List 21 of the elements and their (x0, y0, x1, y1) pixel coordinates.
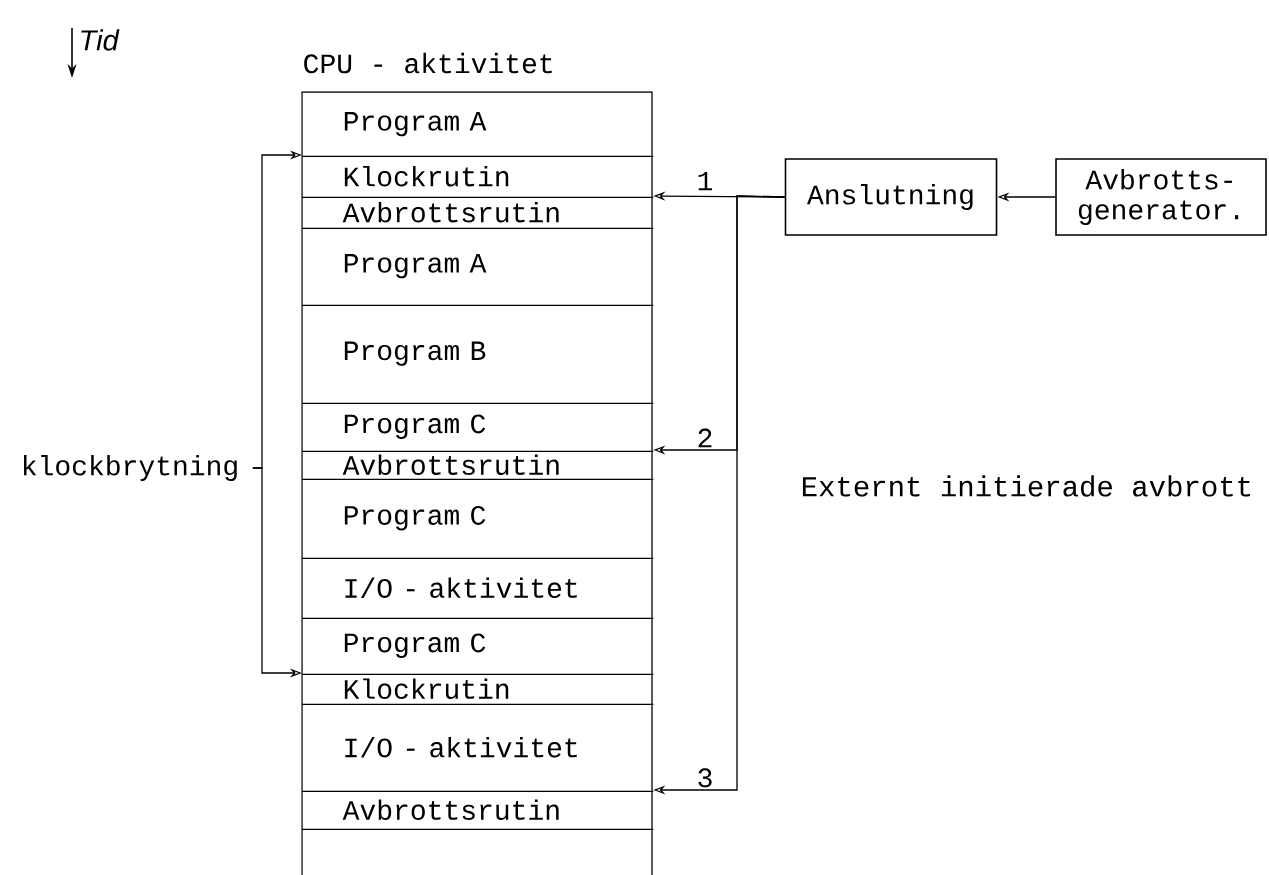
time-label: Tid (81, 29, 120, 51)
process-box: Avbrotts- generator. (1055, 158, 1267, 236)
activity-band: Program B (301, 341, 654, 404)
activity-band: Avbrottsrutin (301, 799, 654, 830)
activity-band: Klockrutin (301, 165, 654, 198)
activity-band: Avbrottsrutin (301, 454, 654, 480)
edge-label: 3 (695, 767, 715, 789)
activity-band: Program A (301, 254, 654, 306)
activity-band: Klockrutin (301, 678, 654, 705)
activity-band: Avbrottsrutin (301, 201, 654, 229)
activity-band: I/O - aktivitet (301, 577, 654, 619)
activity-band: Program C (301, 633, 654, 675)
activity-band: I/O - aktivitet (301, 736, 654, 792)
activity-band: Program C (301, 414, 654, 452)
side-label: klockbrytning (24, 454, 237, 482)
annotation-text: Externt initierade avbrott (802, 475, 1251, 497)
edge-label: 2 (695, 427, 715, 449)
process-box: Anslutning (784, 158, 998, 236)
activity-band: Program A (301, 112, 654, 157)
activity-band: Program C (301, 505, 654, 559)
edge-label: 1 (695, 170, 715, 192)
